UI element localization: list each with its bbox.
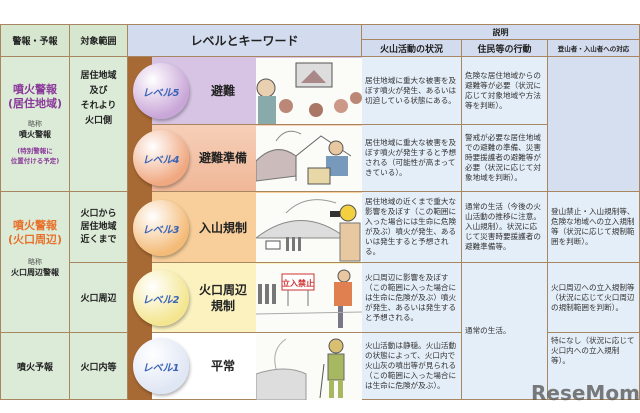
scope-line: 居住地域 bbox=[80, 71, 117, 81]
level2-activity: 火口周辺に影響を及ぼす（この範囲に入った場合には生命に危険が及ぶ）噴火が発生、あ… bbox=[362, 263, 462, 333]
header-warning: 警報・予報 bbox=[0, 24, 70, 57]
level3-activity: 居住地域の近くまで重大な影響を及ぼす（この範囲に入った場合には生命に危険が及ぶ）… bbox=[362, 192, 462, 263]
abbr-label: 略称 bbox=[28, 120, 42, 128]
keyword-line: 規制 bbox=[210, 299, 235, 313]
warning-title: 噴火警報 bbox=[13, 218, 57, 232]
header-explanation: 説明 bbox=[362, 24, 640, 40]
abbr: 噴火警報 bbox=[19, 130, 51, 139]
level4-keyword: 避難準備 bbox=[198, 151, 247, 165]
scope-near-residential: 火口から 居住地域 近くまで bbox=[70, 192, 128, 263]
level3-keyword: 入山規制 bbox=[198, 221, 247, 235]
level4-activity: 居住地域に重大な被害を及ぼす噴火が発生すると予想される（可能性が高まってきている… bbox=[362, 125, 462, 192]
scope-line: 火口側 bbox=[84, 116, 112, 126]
level3-residents: 通常の生活（今後の火山活動の推移に注意。入山規制）。状況に応じて災害時要援護者の… bbox=[462, 192, 548, 263]
note: (特別警報に bbox=[17, 147, 53, 155]
normal-illustration bbox=[256, 334, 362, 400]
scope-line: それより bbox=[80, 101, 117, 111]
warning-subtitle: (火口周辺) bbox=[7, 232, 63, 246]
warning-title: 噴火警報 bbox=[13, 83, 57, 96]
warning-crater: 噴火警報 (火口周辺) 略称 火口周辺警報 bbox=[0, 192, 70, 333]
level5-keyword: 避難 bbox=[210, 84, 235, 98]
note: 位置付ける予定) bbox=[10, 157, 60, 165]
warning-forecast: 噴火予報 bbox=[0, 333, 70, 400]
level4-badge: レベル4 bbox=[133, 130, 189, 186]
evacuation-illustration bbox=[256, 58, 362, 124]
level1-activity: 火山活動は静穏。火山活動の状態によって、火口内で火山灰の噴出等が見られる（この範… bbox=[362, 333, 462, 400]
scope-in-crater: 火口内等 bbox=[70, 333, 128, 400]
warning-residential: 噴火警報 (居住地域) 略称 噴火警報 (特別警報に 位置付ける予定) bbox=[0, 57, 70, 192]
evacuation-prep-illustration bbox=[256, 126, 362, 191]
abbr: 火口周辺警報 bbox=[11, 267, 59, 277]
level1-badge: レベル1 bbox=[133, 338, 189, 394]
level2-badge: レベル2 bbox=[133, 270, 189, 326]
crater-restriction-illustration: 立入禁止 bbox=[256, 264, 362, 332]
level1-climbers: 特になし（状況に応じて火口内への立入規制等）。 bbox=[548, 333, 640, 400]
header-climbers: 登山者・入山者への対応 bbox=[548, 40, 640, 57]
scope-line: 近くまで bbox=[80, 234, 117, 245]
level3-badge: レベル3 bbox=[133, 200, 189, 256]
scope-residential: 居住地域 及び それより 火口側 bbox=[70, 57, 128, 192]
scope-line: 火口から bbox=[80, 208, 117, 219]
level2-1-residents: 通常の生活。 bbox=[462, 263, 548, 400]
entry-restriction-illustration bbox=[256, 193, 362, 262]
level5-badge: レベル5 bbox=[133, 63, 189, 119]
level5-residents: 危険な居住地域からの避難等が必要（状況に応じて対象地域や方法等を判断）。 bbox=[462, 57, 548, 125]
level4-residents: 警戒が必要な居住地域での避難の準備、災害時要援護者の避難等が必要（状況に応じて対… bbox=[462, 125, 548, 192]
level5-activity: 居住地域に重大な被害を及ぼす噴火が発生、あるいは切迫している状態にある。 bbox=[362, 57, 462, 125]
sign-text: 立入禁止 bbox=[282, 278, 314, 288]
scope-line: 居住地域 bbox=[80, 221, 117, 232]
level2-climbers: 火口周辺への立入規制等（状況に応じて火口周辺の規制範囲を判断）。 bbox=[548, 263, 640, 333]
level5-4-climbers bbox=[548, 57, 640, 192]
header-level: レベルとキーワード bbox=[128, 24, 362, 57]
watermark-logo: ReseMom bbox=[531, 381, 640, 405]
level1-keyword: 平常 bbox=[210, 359, 235, 373]
header-residents: 住民等の行動 bbox=[462, 40, 548, 57]
header-scope: 対象範囲 bbox=[70, 24, 128, 57]
keyword-line: 火口周辺 bbox=[198, 283, 247, 297]
scope-crater-area: 火口周辺 bbox=[70, 263, 128, 333]
header-activity: 火山活動の状況 bbox=[362, 40, 462, 57]
warning-subtitle: (居住地域) bbox=[7, 97, 63, 110]
level3-climbers: 登山禁止・入山規制等、危険な地域への立入規制等（状況に応じて規制範囲を判断）。 bbox=[548, 192, 640, 263]
abbr-label: 略称 bbox=[28, 257, 42, 266]
scope-line: 及び bbox=[89, 86, 108, 96]
level2-keyword: 火口周辺規制 bbox=[190, 282, 256, 314]
